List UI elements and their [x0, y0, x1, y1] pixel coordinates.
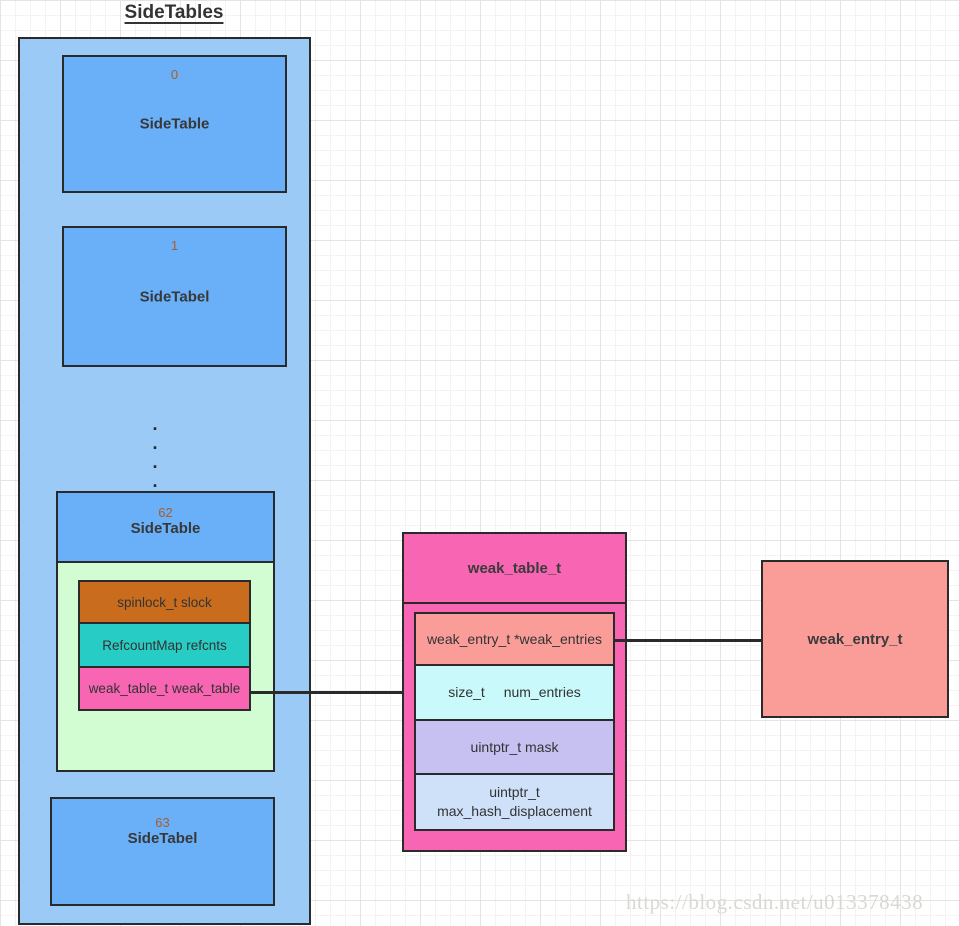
weak-entry-struct-box: weak_entry_t [761, 560, 949, 718]
field-weak-table: weak_table_t weak_table [78, 666, 251, 711]
sidetable-62-field-stack: spinlock_t slock RefcountMap refcnts wea… [78, 580, 251, 711]
sidetable-label: SideTabel [139, 288, 210, 305]
field-refcountmap-refcnts: RefcountMap refcnts [78, 622, 251, 668]
sidetable-label: SideTable [130, 519, 201, 537]
ellipsis-dot: . [152, 414, 158, 434]
sidetable-box-62-header: 62 SideTable [58, 493, 273, 563]
sidetable-box-62-body: spinlock_t slock RefcountMap refcnts wea… [58, 563, 273, 770]
connector-weak-table-to-struct [251, 691, 402, 694]
ellipsis-dot: . [152, 433, 158, 453]
field-weak-entries: weak_entry_t *weak_entries [414, 612, 615, 666]
weak-table-field-stack: weak_entry_t *weak_entries size_t num_en… [414, 612, 615, 831]
sidetables-container: 0 SideTable 1 SideTabel . . . . 62 SideT… [18, 37, 311, 925]
field-mask: uintptr_t mask [414, 719, 615, 775]
page-title: SideTables [124, 2, 224, 23]
ellipsis-dot: . [152, 471, 158, 491]
weak-table-struct-box: weak_table_t weak_entry_t *weak_entries … [402, 532, 627, 852]
weak-table-struct-title: weak_table_t [404, 534, 625, 604]
sidetable-index: 1 [170, 238, 179, 253]
watermark-url: https://blog.csdn.net/u013378438 [626, 890, 924, 914]
sidetable-box-62-group: 62 SideTable spinlock_t slock RefcountMa… [56, 491, 275, 772]
sidetable-label: SideTable [139, 115, 210, 133]
sidetable-index: 62 [158, 504, 173, 520]
connector-weak-entries-to-entry [614, 639, 761, 642]
field-spinlock-slock: spinlock_t slock [78, 580, 251, 624]
field-num-entries: size_t num_entries [414, 664, 615, 721]
field-max-hash-displacement: uintptr_t max_hash_displacement [414, 773, 615, 831]
sidetable-label: SideTabel [127, 830, 198, 847]
sidetable-box-1: 1 SideTabel [62, 226, 287, 367]
sidetable-box-0: 0 SideTable [62, 55, 287, 193]
sidetable-box-63: 63 SideTabel [50, 797, 275, 906]
sidetable-index: 63 [155, 815, 170, 830]
ellipsis-dot: . [152, 452, 158, 472]
sidetable-index: 0 [170, 67, 179, 82]
ellipsis-dots: . . . . [145, 415, 165, 491]
